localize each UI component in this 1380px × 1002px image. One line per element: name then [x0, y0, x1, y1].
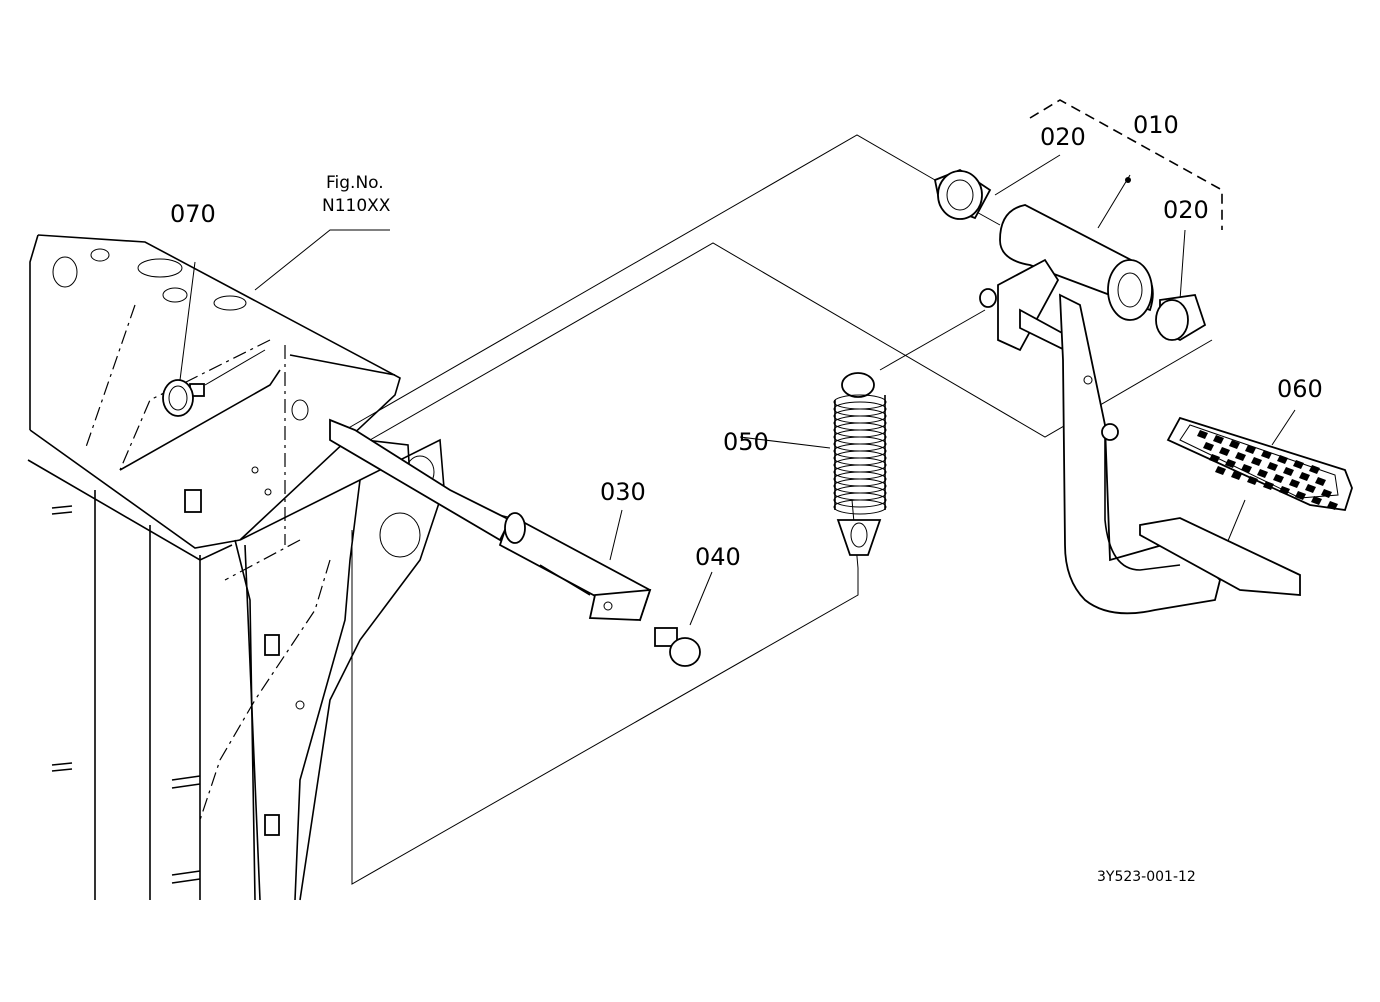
tread-mark: [1273, 474, 1284, 483]
tread-mark: [1235, 452, 1246, 461]
tread-mark: [1229, 440, 1240, 449]
tread-mark: [1305, 484, 1316, 493]
callout-020-right: 020: [1163, 196, 1209, 224]
spring-coil: [833, 492, 887, 508]
tread-mark: [1263, 481, 1274, 490]
callout-040: 040: [695, 543, 741, 571]
chassis-frame: [27, 234, 446, 901]
tread-mark: [1309, 465, 1320, 474]
tread-mark: [1251, 457, 1262, 466]
part-050-spring: [833, 372, 887, 556]
tread-mark: [1289, 479, 1300, 488]
tread-mark: [1315, 477, 1326, 486]
callout-020-left: 020: [1040, 123, 1086, 151]
tread-mark: [1321, 489, 1332, 498]
callout-070: 070: [170, 200, 216, 228]
callout-030: 030: [600, 478, 646, 506]
part-040-pin: [654, 627, 701, 667]
tread-mark: [1245, 445, 1256, 454]
part-030-rod: [329, 418, 652, 622]
part-070-knob: [162, 379, 205, 417]
callout-050: 050: [723, 428, 769, 456]
tread-mark: [1293, 460, 1304, 469]
tread-mark: [1203, 442, 1214, 451]
figure-ref-line2: N110XX: [322, 196, 391, 216]
tread-mark: [1225, 459, 1236, 468]
tread-mark: [1277, 455, 1288, 464]
tread-mark: [1261, 450, 1272, 459]
spring-coil: [833, 499, 887, 515]
tread-mark: [1283, 467, 1294, 476]
tread-mark: [1219, 447, 1230, 456]
part-020-bushing-right: [1155, 294, 1207, 342]
tread-mark: [1311, 496, 1322, 505]
callout-010: 010: [1133, 111, 1179, 139]
tread-mark: [1247, 476, 1258, 485]
callout-060: 060: [1277, 375, 1323, 403]
tread-mark: [1213, 435, 1224, 444]
part-010-pedal-arm: [979, 204, 1221, 615]
tread-mark: [1241, 464, 1252, 473]
tread-mark: [1209, 454, 1220, 463]
tread-mark: [1215, 466, 1226, 475]
figure-code: 3Y523-001-12: [1097, 869, 1196, 885]
bolt-icon: [51, 505, 201, 884]
tread-mark: [1197, 430, 1208, 439]
assembly-lines: [179, 99, 1296, 885]
tread-mark: [1299, 472, 1310, 481]
tread-mark: [1231, 471, 1242, 480]
tread-mark: [1327, 501, 1338, 510]
tread-mark: [1267, 462, 1278, 471]
callout-labels: 010 020 020 030 040 050 060 070 Fig.No. …: [170, 111, 1323, 885]
figure-ref-line1: Fig.No.: [326, 173, 384, 193]
part-060-pedal-pad: [1139, 416, 1353, 596]
tread-mark: [1295, 491, 1306, 500]
tread-mark: [1279, 486, 1290, 495]
tread-mark: [1257, 469, 1268, 478]
part-020-bushing-left: [933, 168, 992, 220]
